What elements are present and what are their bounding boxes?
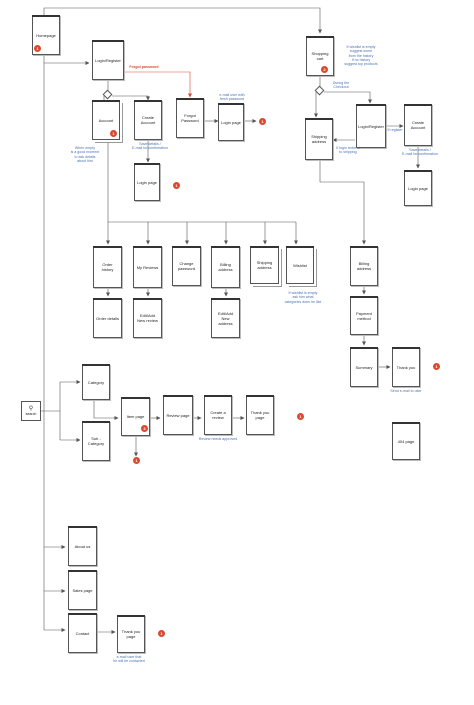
search-icon: ⚲ — [28, 405, 34, 412]
homepage-label: Homepage — [36, 32, 56, 38]
create-account-node[interactable]: Create Account — [134, 100, 162, 140]
billing-address-node[interactable]: Billing address — [350, 246, 378, 286]
login-page-1-label: Login page — [221, 119, 241, 125]
edit-reviews-label: Edit/Add New review — [137, 313, 158, 323]
about-us-label: About us — [74, 543, 91, 549]
homepage-badge: 1 — [34, 45, 41, 52]
summary-label: Summary — [355, 364, 373, 370]
shopping-cart-node[interactable]: Shopping cart — [306, 36, 334, 76]
create-account-2-label: Create Account — [410, 120, 426, 130]
homepage-node[interactable]: Homepage — [32, 15, 60, 55]
account-badge: 1 — [110, 130, 117, 137]
thank-you-2-node[interactable]: Thank you page — [246, 395, 274, 435]
category-label: Category — [87, 379, 105, 385]
login-page-2-label: Login page — [137, 179, 157, 185]
send-email-note: Send e-mail to user — [390, 389, 422, 393]
order-history-node[interactable]: Order history — [93, 246, 122, 288]
item-page-label: Item page — [126, 414, 145, 419]
save-details-note: Save details / E-mail for confirmation — [132, 142, 168, 151]
shopping-cart-badge: 2 — [321, 66, 328, 73]
thank-you-1-badge: 1 — [433, 363, 440, 370]
item-page-badge: 3 — [141, 425, 148, 432]
thank-you-2-badge: 1 — [297, 413, 304, 420]
sub-category-node[interactable]: Sub - Category — [82, 421, 110, 461]
mail-contacted-note: e-mail user that he will be contacted — [113, 655, 145, 664]
login-register-label: Login/Register — [95, 57, 121, 63]
my-reviews-label: My Reviews — [136, 264, 159, 270]
thank-you-3-label: Thank you page — [121, 629, 141, 639]
page-404-label: 404 page — [397, 438, 415, 444]
order-details-node[interactable]: Order details — [93, 298, 122, 338]
billing-address-acc-label: Billing address — [218, 262, 233, 272]
wishlist-node[interactable]: Wishlist — [286, 246, 314, 284]
shipping-address-acc-node[interactable]: Shipping address — [250, 246, 279, 284]
login-page-1-badge: 1 — [259, 118, 266, 125]
summary-node[interactable]: Summary — [350, 347, 378, 387]
login-register-node[interactable]: Login/Register — [92, 40, 124, 80]
login-redirect-note: If login redirect to shipping — [336, 146, 360, 155]
create-account-2-node[interactable]: Create Account — [404, 104, 432, 146]
shipping-address-label: Shipping address — [311, 134, 327, 144]
forgot-password-note: Forgot password — [129, 65, 159, 69]
search-label: search — [25, 411, 37, 416]
thank-you-3-badge: 1 — [158, 630, 165, 637]
create-review-node[interactable]: Create a review — [204, 395, 232, 435]
my-reviews-node[interactable]: My Reviews — [133, 246, 162, 288]
category-node[interactable]: Category — [82, 364, 110, 400]
wishlist-empty-note: If wishlist is empty suggest some from t… — [344, 45, 378, 67]
sub-category-label: Sub - Category — [87, 436, 105, 446]
account-label: Account — [98, 117, 114, 123]
create-review-label: Create a review — [210, 410, 226, 420]
contact-node[interactable]: Contact — [68, 613, 97, 653]
sales-page-label: Sales page — [72, 587, 93, 593]
item-page-sub-badge: 1 — [133, 457, 140, 464]
review-approved-note: Review needs approved — [198, 437, 238, 441]
when-empty-note: When empty is a good moment to ask detai… — [70, 146, 100, 163]
edit-reviews-node[interactable]: Edit/Add New review — [133, 298, 162, 338]
sales-page-node[interactable]: Sales page — [68, 570, 97, 610]
login-page-2-node[interactable]: Login page — [134, 163, 160, 201]
order-details-label: Order details — [96, 315, 119, 321]
thank-you-1-label: Thank you — [396, 364, 416, 370]
shopping-cart-label: Shopping cart — [311, 51, 329, 61]
billing-address-acc-node[interactable]: Billing address — [211, 246, 240, 288]
payment-method-node[interactable]: Payment method — [350, 296, 378, 335]
review-page-node[interactable]: Review page — [163, 395, 193, 435]
about-us-node[interactable]: About us — [68, 526, 97, 566]
login-register-2-node[interactable]: Login/Register — [356, 104, 386, 148]
shipping-address-acc-label: Shipping address — [256, 260, 273, 270]
wishlist-label: Wishlist — [293, 262, 307, 268]
edit-address-label: Edit/Add New address — [217, 310, 234, 326]
edit-address-node[interactable]: Edit/Add New address — [211, 298, 240, 338]
login-page-3-label: Login page — [408, 185, 428, 191]
create-account-label: Create Account — [140, 115, 156, 125]
forgot-password-node[interactable]: Forgot Password — [176, 98, 204, 138]
login-page-1-node[interactable]: Login page — [218, 103, 244, 141]
thank-you-2-label: Thank you page — [250, 410, 270, 420]
billing-address-label: Billing address — [356, 261, 372, 271]
change-password-label: Change password — [177, 261, 196, 271]
thank-you-3-node[interactable]: Thank you page — [117, 615, 145, 653]
search-node[interactable]: ⚲ search — [21, 401, 41, 421]
contact-label: Contact — [75, 630, 90, 636]
login-page-2-badge: 1 — [173, 182, 180, 189]
payment-method-label: Payment method — [356, 310, 372, 321]
login-register-2-label: Login/Register — [358, 123, 384, 129]
review-page-label: Review page — [166, 412, 190, 418]
during-checkout-note: During the Checkout — [332, 81, 350, 90]
order-history-label: Order history — [101, 262, 114, 272]
wishlist-info-note: If wishlist is empty ask him what catego… — [284, 291, 322, 304]
save-details-2-note: Save details / E-mail for confirmation — [402, 148, 438, 157]
thank-you-1-node[interactable]: Thank you — [392, 347, 420, 387]
page-404-node[interactable]: 404 page — [392, 422, 420, 460]
login-page-3-node[interactable]: Login page — [404, 170, 432, 206]
if-register-note: If register — [387, 128, 403, 132]
forgot-password-label: Forgot Password — [181, 113, 199, 123]
change-password-node[interactable]: Change password — [172, 246, 201, 286]
shipping-address-node[interactable]: Shipping address — [305, 118, 333, 160]
mail-reset-note: e-mail user with fresh password — [219, 93, 245, 102]
